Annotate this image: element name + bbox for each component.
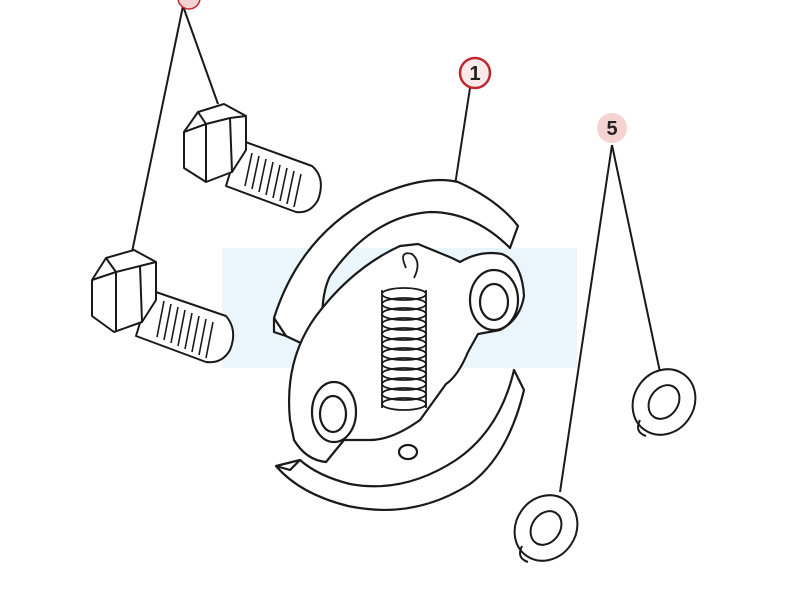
- washer-lower: [513, 494, 579, 563]
- callout-1-label: 1: [469, 63, 480, 85]
- callout-5-label: 5: [606, 118, 617, 140]
- bolt-lower: [91, 249, 235, 364]
- leader-lines: [131, 5, 661, 493]
- callout-5[interactable]: 5: [597, 113, 627, 143]
- callout-1[interactable]: 1: [458, 56, 492, 90]
- washer-right: [631, 368, 697, 437]
- upper-shoe-lining: [272, 178, 520, 356]
- clutch-spring: [381, 252, 427, 411]
- spring-anchor-slot: [397, 443, 419, 461]
- clutch-assembly: [272, 178, 526, 511]
- lower-shoe-lining: [274, 368, 526, 511]
- callout-top-marker: [177, 0, 201, 10]
- bolt-upper: [183, 103, 322, 214]
